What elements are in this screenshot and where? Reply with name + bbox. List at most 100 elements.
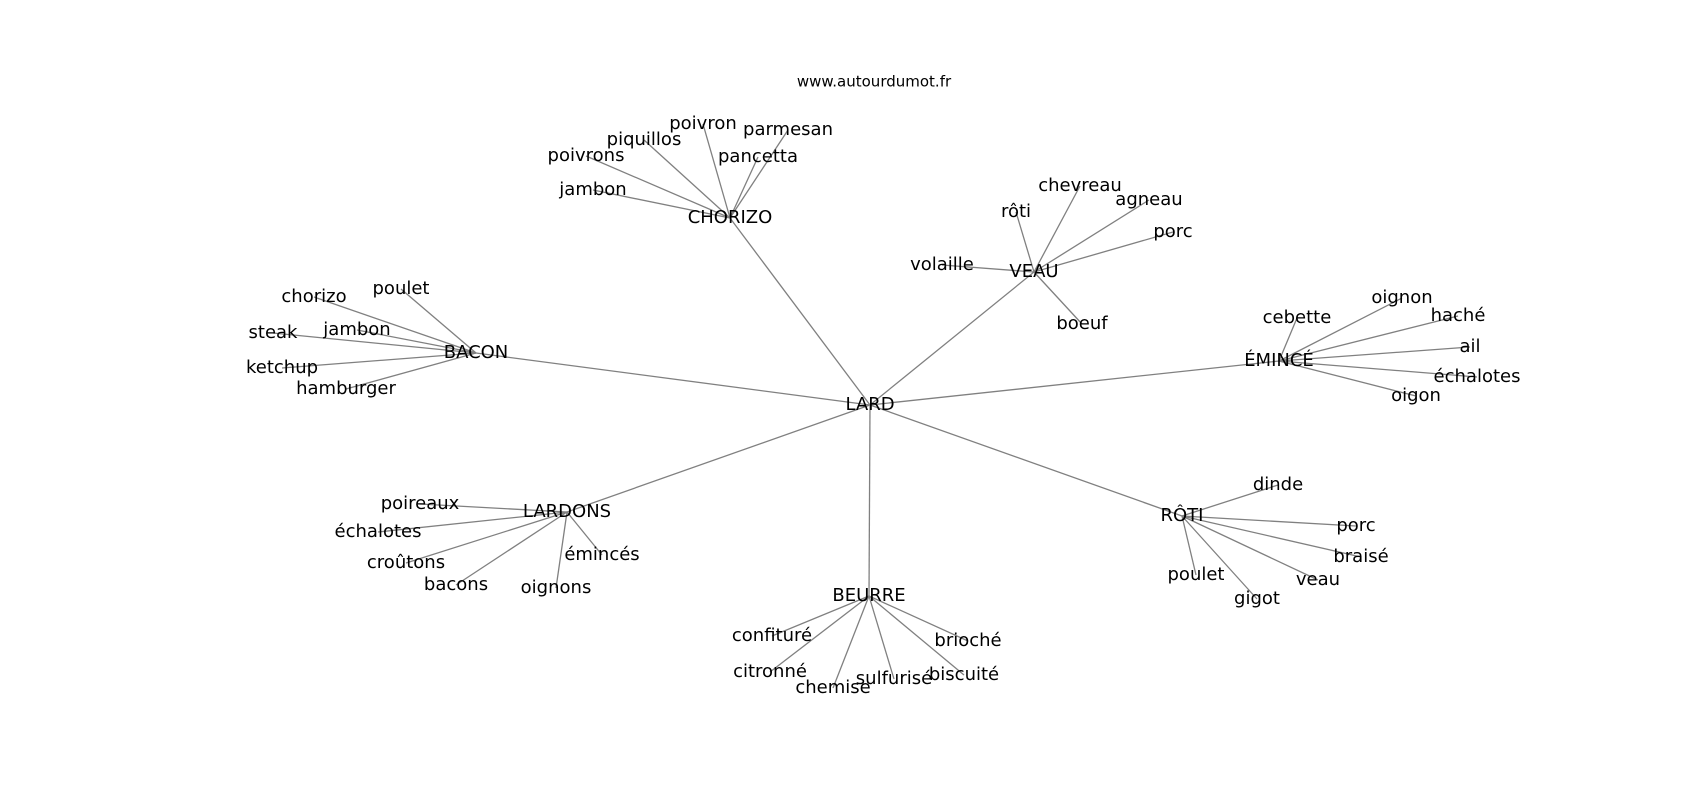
- leaf-node-emince-hache[interactable]: haché: [1431, 305, 1486, 326]
- leaf-node-beurre-brioche[interactable]: brioché: [934, 630, 1001, 651]
- leaf-node-bacon-poulet[interactable]: poulet: [373, 278, 430, 299]
- edge-veau-roti: [1015, 211, 1035, 273]
- edge-center-chorizo: [729, 217, 871, 406]
- leaf-node-lardons-oignons[interactable]: oignons: [521, 577, 592, 598]
- hub-node-bacon[interactable]: BACON: [444, 342, 509, 363]
- edge-emince-echalotes: [1278, 360, 1478, 378]
- edge-chorizo-poivron: [702, 123, 731, 219]
- labels-layer: LARD CHORIZO poivron parmesan piquillospoivr…: [246, 113, 1521, 698]
- leaf-node-roti-veau[interactable]: veau: [1296, 569, 1340, 590]
- edge-beurre-sulfurise: [868, 595, 895, 680]
- edge-lardons-oignons: [555, 511, 568, 589]
- edge-veau-porc: [1033, 231, 1174, 273]
- edge-veau-chevreau: [1033, 185, 1081, 273]
- edge-emince-hache: [1278, 315, 1459, 362]
- leaf-node-roti-braise[interactable]: braisé: [1333, 546, 1388, 567]
- edge-emince-oigon: [1278, 360, 1417, 397]
- leaf-node-chorizo-pancetta[interactable]: pancetta: [718, 146, 798, 167]
- edge-bacon-poulet: [400, 288, 477, 354]
- leaf-node-lardons-croutons[interactable]: croûtons: [367, 552, 445, 573]
- edge-lardons-echalotes: [377, 511, 568, 533]
- edge-beurre-brioche: [868, 595, 969, 642]
- edge-roti-braise: [1181, 515, 1362, 558]
- leaf-node-beurre-citronne[interactable]: citronné: [733, 661, 807, 682]
- edge-chorizo-jambon: [592, 189, 731, 219]
- edge-emince-cebette: [1278, 317, 1298, 362]
- leaf-node-veau-porc[interactable]: porc: [1153, 221, 1192, 242]
- edge-beurre-biscuite: [868, 595, 965, 676]
- source-url-text: www.autourdumot.fr: [797, 73, 952, 91]
- leaf-node-beurre-confiture[interactable]: confituré: [732, 625, 812, 646]
- edges-layer: [272, 123, 1478, 689]
- hub-node-beurre[interactable]: BEURRE: [832, 585, 905, 606]
- edge-beurre-confiture: [771, 595, 870, 637]
- edge-center-roti: [869, 404, 1183, 517]
- leaf-node-emince-cebette[interactable]: cebette: [1263, 307, 1332, 328]
- leaf-node-veau-volaille[interactable]: volaille: [910, 254, 974, 275]
- leaf-node-veau-boeuf[interactable]: boeuf: [1056, 313, 1108, 334]
- hub-node-roti[interactable]: RÔTI: [1161, 504, 1204, 526]
- leaf-node-emince-ail[interactable]: ail: [1459, 336, 1480, 357]
- leaf-node-roti-gigot[interactable]: gigot: [1234, 588, 1280, 609]
- edge-lardons-eminces: [566, 511, 603, 556]
- leaf-node-bacon-chorizo[interactable]: chorizo: [281, 286, 346, 307]
- edge-veau-boeuf: [1033, 271, 1083, 325]
- edge-bacon-steak: [272, 332, 477, 354]
- leaf-node-roti-poulet[interactable]: poulet: [1168, 564, 1225, 585]
- leaf-node-chorizo-piquillos[interactable]: piquillos: [607, 129, 682, 150]
- leaf-node-emince-oignon[interactable]: oignon: [1371, 287, 1432, 308]
- edge-chorizo-poivrons: [585, 155, 731, 219]
- edge-bacon-chorizo: [313, 296, 477, 354]
- center-node-lard[interactable]: LARD: [845, 394, 894, 415]
- edge-lardons-bacons: [455, 511, 568, 586]
- edge-beurre-citronne: [769, 595, 870, 673]
- edge-emince-oignon: [1278, 297, 1403, 362]
- edge-center-emince: [869, 360, 1280, 406]
- hub-node-veau[interactable]: VEAU: [1009, 261, 1058, 282]
- leaf-node-beurre-biscuite[interactable]: biscuité: [929, 664, 999, 685]
- edge-beurre-chemise: [832, 595, 870, 689]
- edge-center-beurre: [868, 404, 871, 597]
- leaf-node-chorizo-jambon[interactable]: jambon: [558, 179, 626, 200]
- leaf-node-beurre-chemise[interactable]: chemise: [795, 677, 870, 698]
- edge-roti-porc: [1181, 515, 1357, 527]
- edge-bacon-hamburger: [345, 352, 477, 390]
- edge-roti-gigot: [1181, 515, 1258, 600]
- hub-node-emince[interactable]: ÉMINCÉ: [1244, 349, 1314, 371]
- edge-bacon-jambon: [356, 329, 477, 354]
- edge-emince-ail: [1278, 346, 1471, 362]
- leaf-node-lardons-eminces[interactable]: émincés: [564, 544, 639, 565]
- edge-lardons-croutons: [405, 511, 568, 564]
- leaf-node-lardons-poireaux[interactable]: poireaux: [381, 493, 460, 514]
- leaf-node-beurre-sulfurise[interactable]: sulfurisé: [856, 668, 932, 689]
- leaf-node-bacon-jambon[interactable]: jambon: [322, 319, 390, 340]
- edge-chorizo-parmesan: [729, 129, 789, 219]
- leaf-node-bacon-ketchup[interactable]: ketchup: [246, 357, 318, 378]
- leaf-node-chorizo-poivron[interactable]: poivron: [669, 113, 737, 134]
- leaf-node-bacon-steak[interactable]: steak: [249, 322, 299, 343]
- leaf-node-emince-echalotes[interactable]: échalotes: [1434, 366, 1521, 387]
- leaf-node-chorizo-poivrons[interactable]: poivrons: [548, 145, 625, 166]
- edge-bacon-ketchup: [281, 352, 477, 369]
- leaf-node-lardons-echalotes[interactable]: échalotes: [335, 521, 422, 542]
- edge-center-bacon: [475, 352, 871, 406]
- leaf-node-lardons-bacons[interactable]: bacons: [424, 574, 488, 595]
- edge-center-veau: [869, 271, 1035, 406]
- edge-roti-veau: [1181, 515, 1319, 581]
- edge-lardons-poireaux: [419, 503, 568, 513]
- leaf-node-roti-porc[interactable]: porc: [1336, 515, 1375, 536]
- leaf-node-roti-dinde[interactable]: dinde: [1253, 474, 1303, 495]
- edge-veau-volaille: [941, 264, 1035, 273]
- hub-node-chorizo[interactable]: CHORIZO: [688, 207, 773, 228]
- leaf-node-veau-agneau[interactable]: agneau: [1115, 189, 1182, 210]
- leaf-node-chorizo-parmesan[interactable]: parmesan: [743, 119, 833, 140]
- leaf-node-emince-oigon[interactable]: oigon: [1391, 385, 1441, 406]
- hub-node-lardons[interactable]: LARDONS: [523, 501, 611, 522]
- edge-chorizo-pancetta: [729, 156, 759, 219]
- edge-roti-poulet: [1181, 515, 1197, 576]
- leaf-node-bacon-hamburger[interactable]: hamburger: [296, 378, 396, 399]
- leaf-node-veau-chevreau[interactable]: chevreau: [1038, 175, 1122, 196]
- edge-roti-dinde: [1181, 484, 1279, 517]
- leaf-node-veau-roti[interactable]: rôti: [1001, 201, 1031, 222]
